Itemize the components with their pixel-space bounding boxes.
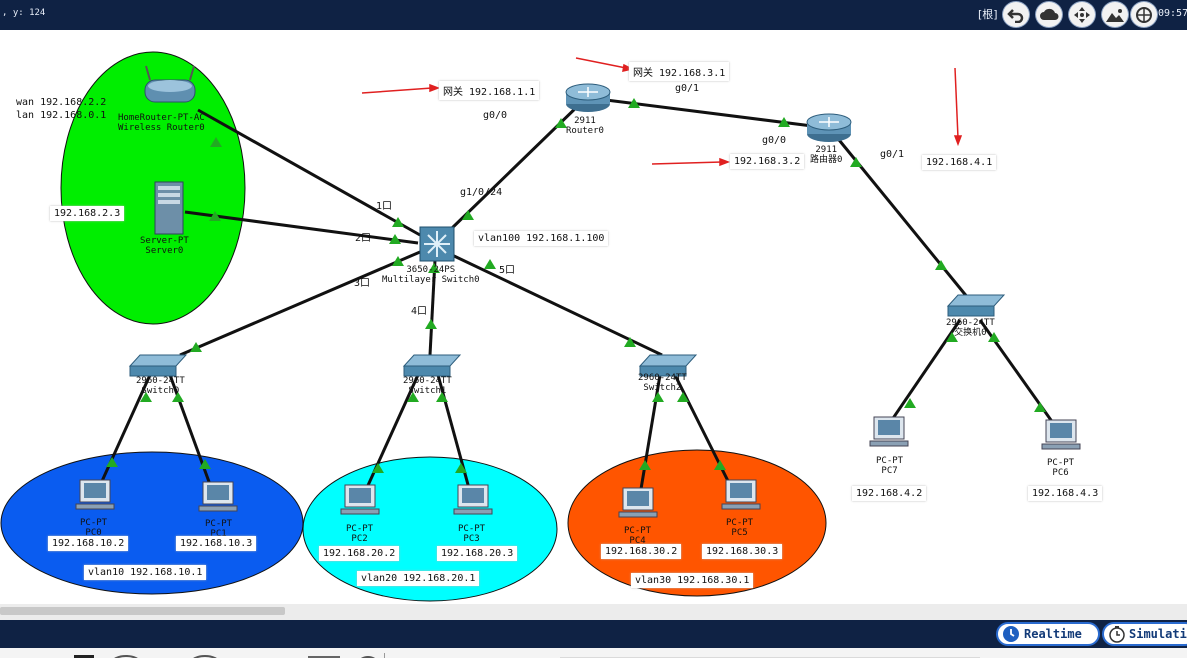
pc5-icon (721, 479, 761, 510)
clock-icon (1003, 626, 1019, 642)
horizontal-scrollbar[interactable] (0, 604, 1187, 620)
undo-icon[interactable] (1002, 1, 1030, 28)
server-ip-note[interactable]: 192.168.2.3 (50, 206, 125, 221)
pc2-ip-note[interactable]: 192.168.20.2 (319, 546, 400, 561)
red-arrow-r1ip (651, 161, 723, 165)
pc0-ip-note[interactable]: 192.168.10.2 (48, 536, 129, 551)
vlan10-note[interactable]: vlan10 192.168.10.1 (84, 565, 207, 580)
switch0-icon (128, 354, 188, 377)
clock: 09:57 (1158, 8, 1187, 19)
gateway3-note[interactable]: 网关 192.168.3.1 (629, 62, 730, 81)
pc7-icon (869, 416, 909, 447)
switch3-icon (946, 294, 1006, 317)
picture-icon[interactable] (1101, 1, 1129, 28)
router0-g01-label: g0/1 (675, 83, 700, 94)
red-arrow-net4 (954, 67, 959, 139)
top-toolbar: , y: 124 [根] 09:57 (0, 0, 1187, 30)
red-arrow-gw3 (575, 57, 627, 69)
link-router0-router1 (589, 96, 829, 130)
net4-gateway-note[interactable]: 192.168.4.1 (922, 155, 997, 170)
realtime-mode-button[interactable]: Realtime (996, 622, 1100, 646)
realtime-label: Realtime (1024, 627, 1082, 641)
simulation-label: Simulati (1129, 627, 1187, 641)
root-label[interactable]: [根] (978, 8, 998, 21)
pc4-icon (618, 487, 658, 518)
pc3-ip-note[interactable]: 192.168.20.3 (437, 546, 518, 561)
multilayer-switch-icon (419, 226, 455, 262)
vlan100-note[interactable]: vlan100 192.168.1.100 (474, 231, 609, 246)
pc1-ip-note[interactable]: 192.168.10.3 (176, 536, 257, 551)
switch1-icon (402, 354, 462, 377)
network-icon[interactable] (1130, 1, 1158, 28)
switch2-icon (638, 354, 698, 377)
pc0-icon (75, 479, 115, 510)
wireless-router-icon (144, 65, 196, 103)
vlan20-note[interactable]: vlan20 192.168.20.1 (357, 571, 480, 586)
palette-glimpse (74, 653, 980, 658)
simulation-mode-button[interactable]: Simulati (1102, 622, 1187, 646)
link-switch0-pc0 (96, 374, 152, 491)
port3-label: 3口 (354, 278, 371, 289)
pc7-ip-note[interactable]: 192.168.4.2 (852, 486, 927, 501)
pc1-icon (198, 481, 238, 512)
router0-icon (565, 83, 611, 112)
link-server-ml (184, 210, 419, 245)
topology-drawing (0, 51, 1081, 602)
pc6-ip-note[interactable]: 192.168.4.3 (1028, 486, 1103, 501)
link-wireless-ml (197, 108, 421, 237)
gateway1-note[interactable]: 网关 192.168.1.1 (439, 81, 540, 100)
router1-ip-note[interactable]: 192.168.3.2 (730, 154, 805, 169)
ml-g1024-label: g1/0/24 (460, 187, 503, 198)
server-icon (154, 181, 184, 235)
device-palette-strip[interactable] (0, 648, 1187, 658)
port5-label: 5口 (499, 265, 516, 276)
bottom-toolbar: Realtime Simulati (0, 620, 1187, 648)
port4-label: 4口 (411, 306, 428, 317)
pc3-icon (453, 484, 493, 515)
vlan30-note[interactable]: vlan30 192.168.30.1 (631, 573, 754, 588)
router1-g00-label: g0/0 (762, 135, 787, 146)
link-ml-switch2 (451, 253, 663, 357)
cursor-coordinate-readout: , y: 124 (2, 8, 46, 18)
router0-g00-label: g0/0 (483, 110, 508, 121)
pc5-ip-note[interactable]: 192.168.30.3 (702, 544, 783, 559)
router1-g01-label: g0/1 (880, 149, 905, 160)
link-switch2-pc5 (673, 374, 737, 496)
router1-icon (806, 113, 852, 142)
pc2-icon (340, 484, 380, 515)
link-ml-switch0 (179, 250, 421, 357)
pc6-icon (1041, 419, 1081, 450)
green-area (60, 51, 246, 325)
link-ml-switch1 (428, 259, 437, 356)
move-icon[interactable] (1068, 1, 1096, 28)
port1-label: 1口 (376, 201, 393, 212)
pc4-ip-note[interactable]: 192.168.30.2 (601, 544, 682, 559)
scrollbar-thumb[interactable] (0, 607, 285, 615)
port2-label: 2口 (355, 233, 372, 244)
red-arrow-gw1 (361, 87, 433, 94)
orange-area (567, 449, 827, 597)
link-switch3-pc7 (883, 319, 962, 431)
cloud-icon[interactable] (1035, 1, 1063, 28)
stopwatch-icon (1109, 626, 1125, 643)
